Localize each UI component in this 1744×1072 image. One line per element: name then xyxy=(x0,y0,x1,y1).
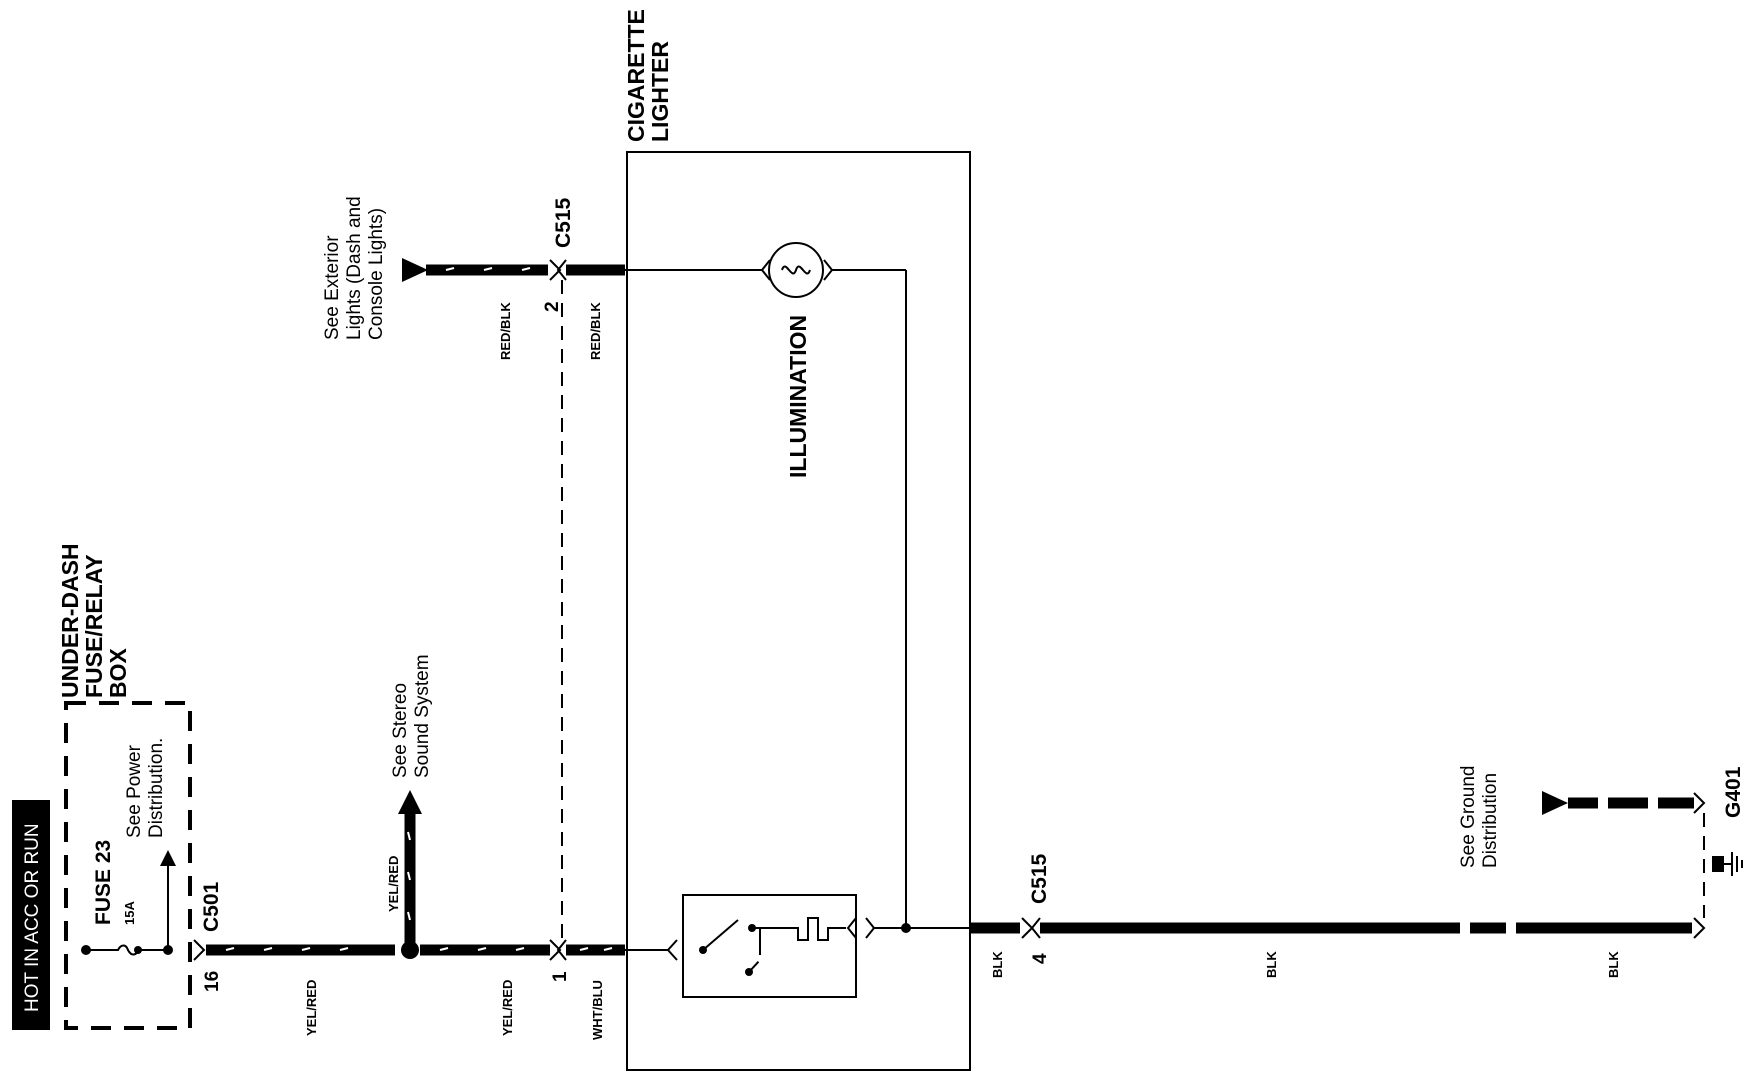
c501-pin: 16 xyxy=(202,971,223,992)
cigarette-lighter: CIGARETTE LIGHTER ILLUMINATION xyxy=(623,9,971,1071)
ground-note-line-2: Distribution xyxy=(1480,773,1501,868)
ground-distribution-arrow-icon xyxy=(1542,791,1568,815)
connector-c515-left: C515 2 1 xyxy=(542,197,575,982)
fuse-name: FUSE 23 xyxy=(92,840,115,925)
wire-label-yel-red-2: YEL/RED xyxy=(500,980,515,1036)
connector-c501: C501 16 xyxy=(193,881,223,992)
status-banner: HOT IN ACC OR RUN xyxy=(12,800,50,1030)
c515-right-label: C515 xyxy=(1028,853,1051,904)
wire-label-wht-blu: WHT/BLU xyxy=(590,980,605,1040)
fuse-rating: 15A xyxy=(122,901,137,925)
stereo-note-line-1: See Stereo xyxy=(390,683,411,778)
exterior-lights-note-line-2: Lights (Dash and xyxy=(344,196,365,340)
c501-label: C501 xyxy=(200,881,223,932)
wire-red-blk: RED/BLK RED/BLK xyxy=(402,258,762,360)
wire-blk-ground: BLK BLK xyxy=(1040,922,1692,978)
ground-g401: G401 xyxy=(1693,766,1744,939)
wire-label-red-blk-2: RED/BLK xyxy=(588,302,603,360)
exterior-lights-note-line-1: See Exterior xyxy=(322,235,343,340)
fuse-symbol xyxy=(86,944,170,956)
c515-top-pin: 2 xyxy=(542,301,563,312)
wire-label-blk-2: BLK xyxy=(1264,951,1279,978)
fuse-box-title-line-2: FUSE/RELAY xyxy=(81,554,107,698)
power-distribution-note-line-2: Distribution. xyxy=(146,738,167,838)
wire-yel-red-1: YEL/RED xyxy=(206,944,395,1036)
exterior-lights-note-line-3: Console Lights) xyxy=(366,208,387,340)
wire-yel-red-2: YEL/RED xyxy=(420,944,550,1036)
status-banner-text: HOT IN ACC OR RUN xyxy=(22,823,43,1012)
ground-symbol-icon xyxy=(1722,852,1743,876)
wire-label-yel-red-1: YEL/RED xyxy=(304,980,319,1036)
power-distribution-note-line-1: See Power xyxy=(124,744,145,838)
lighter-element-icon xyxy=(666,894,857,998)
wire-label-red-blk-1: RED/BLK xyxy=(498,302,513,360)
stereo-arrow-icon xyxy=(398,790,422,814)
exterior-lights-arrow-icon xyxy=(402,258,428,282)
connector-c515-right: C515 4 BLK xyxy=(970,853,1051,978)
fuse-box-title-line-1: UNDER-DASH xyxy=(57,543,83,698)
lighter-title-line-1: CIGARETTE xyxy=(623,9,649,142)
stereo-note-line-2: Sound System xyxy=(412,654,433,778)
g401-label: G401 xyxy=(1722,766,1744,818)
c515-bottom-pin: 1 xyxy=(550,971,571,982)
ground-note-line-1: See Ground xyxy=(1458,766,1479,868)
fuse-box: UNDER-DASH FUSE/RELAY BOX FUSE 23 15A Se… xyxy=(57,543,192,1030)
lighter-title-line-2: LIGHTER xyxy=(647,41,673,142)
wire-label-yel-red-3: YEL/RED xyxy=(386,856,401,912)
power-distribution-arrow-icon xyxy=(160,850,176,866)
c515-top-label: C515 xyxy=(552,197,575,248)
illumination-bulb-icon xyxy=(760,242,834,298)
wire-label-blk-1: BLK xyxy=(990,951,1005,978)
wire-blk-ground-distribution xyxy=(1542,791,1694,815)
wire-label-blk-3: BLK xyxy=(1606,951,1621,978)
wire-yel-red-stereo: YEL/RED xyxy=(386,790,422,950)
illumination-label: ILLUMINATION xyxy=(785,315,811,478)
fuse-box-title-line-3: BOX xyxy=(105,648,131,699)
wire-wht-blu: WHT/BLU xyxy=(566,944,668,1040)
c515-right-pin: 4 xyxy=(1030,953,1051,964)
